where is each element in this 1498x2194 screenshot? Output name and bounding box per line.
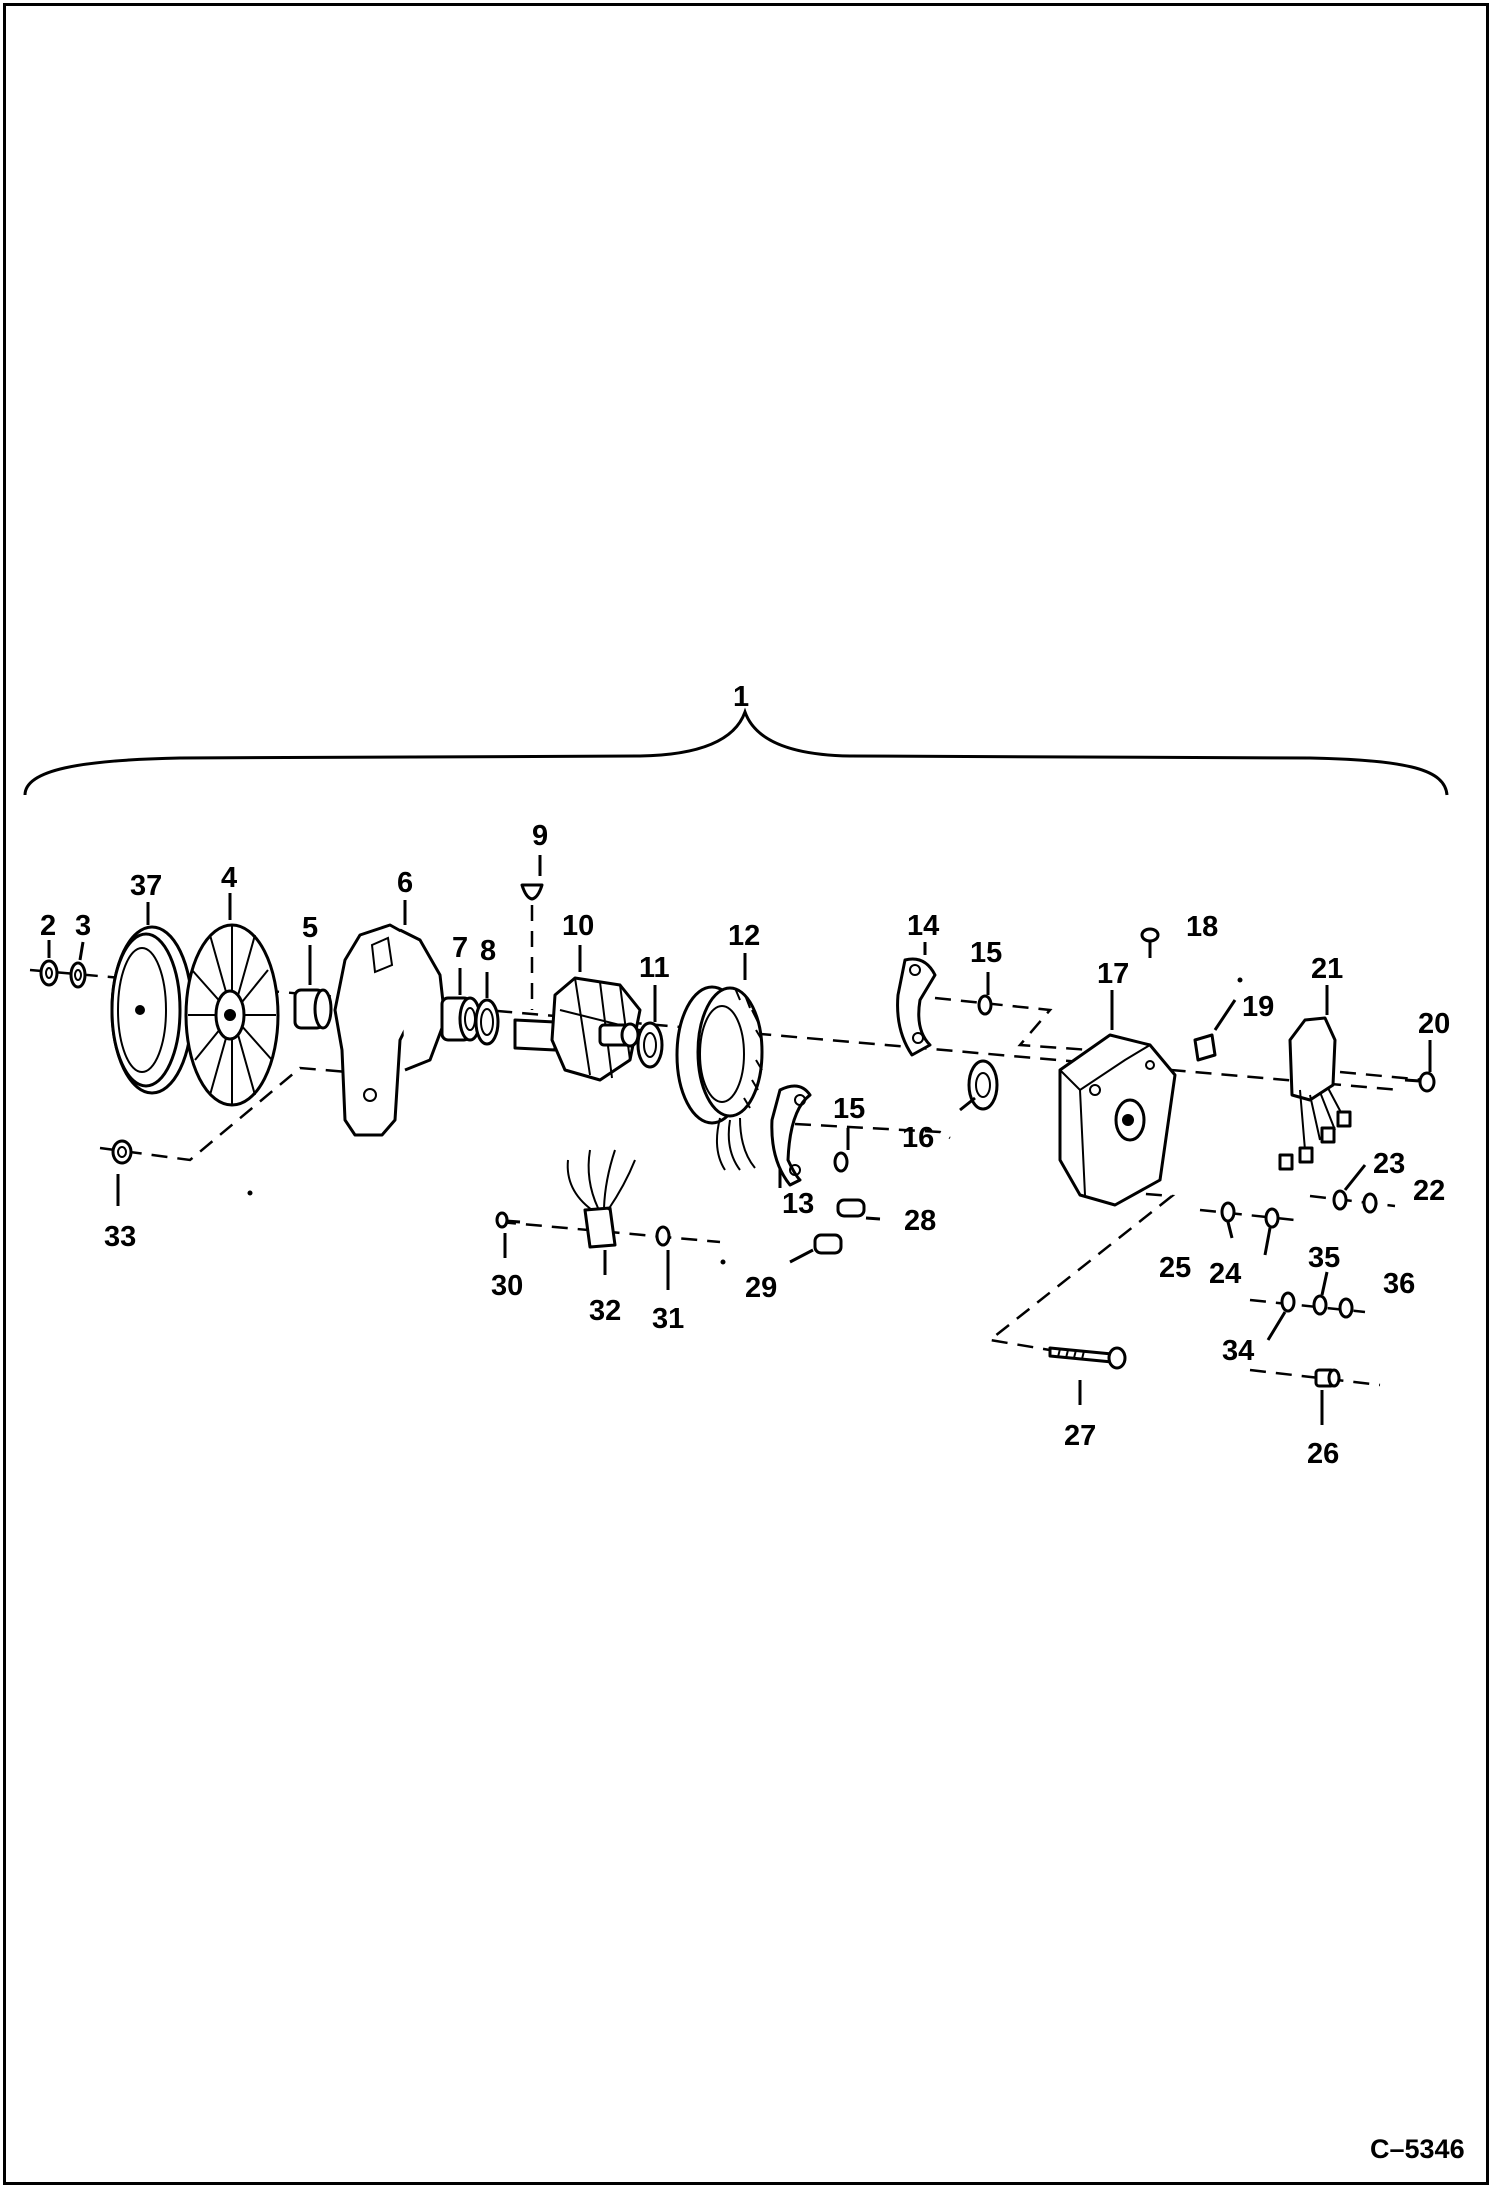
brush-part-19 xyxy=(1193,1033,1217,1062)
item-label-28: 28 xyxy=(904,1205,936,1237)
figure-reference: C–5346 xyxy=(1370,2134,1465,2164)
item-label-26: 26 xyxy=(1307,1438,1339,1470)
sleeve-part-28 xyxy=(836,1198,866,1218)
seal-part-16 xyxy=(967,1059,999,1111)
drive-end-frame-part-6 xyxy=(333,923,447,1137)
item-label-1: 1 xyxy=(733,681,749,713)
item-label-29: 29 xyxy=(745,1272,777,1304)
washer-part-3 xyxy=(69,961,87,989)
rear-housing-part-17 xyxy=(1058,1033,1177,1207)
washer-part-15a xyxy=(977,994,993,1016)
item-label-34: 34 xyxy=(1222,1335,1254,1367)
item-label-19: 19 xyxy=(1242,991,1274,1023)
assembly-brace xyxy=(23,707,1449,796)
item-label-16: 16 xyxy=(902,1122,934,1154)
item-label-32: 32 xyxy=(589,1295,621,1327)
nut-part-31 xyxy=(655,1225,671,1247)
washer-part-35 xyxy=(1312,1294,1328,1316)
screw-part-18 xyxy=(1140,927,1160,958)
washer-part-23 xyxy=(1332,1189,1348,1211)
item-label-15b: 15 xyxy=(833,1093,865,1125)
item-label-2: 2 xyxy=(40,910,56,942)
screw-part-30 xyxy=(495,1211,521,1229)
item-label-27: 27 xyxy=(1064,1420,1096,1452)
bearing-part-11 xyxy=(636,1021,664,1069)
item-label-9: 9 xyxy=(532,820,548,852)
item-label-20: 20 xyxy=(1418,1008,1450,1040)
bracket-part-14 xyxy=(896,957,937,1057)
nut-part-26 xyxy=(1314,1368,1341,1388)
nut-part-2 xyxy=(39,959,59,987)
item-labels: 1 2 3 37 4 5 6 7 8 9 10 11 12 13 14 15 1… xyxy=(40,681,1450,1470)
axis-screw20 xyxy=(1339,1070,1426,1082)
item-label-30: 30 xyxy=(491,1270,523,1302)
axis-hw-c xyxy=(1249,1298,1366,1314)
speck xyxy=(720,1259,726,1265)
bolt-part-27 xyxy=(1048,1346,1127,1370)
item-label-18: 18 xyxy=(1186,911,1218,943)
axis-bracket14 xyxy=(934,996,1091,1052)
screw-part-20 xyxy=(1404,1071,1436,1093)
item-label-17: 17 xyxy=(1097,958,1129,990)
item-label-7: 7 xyxy=(452,932,468,964)
speck xyxy=(1237,977,1243,983)
washer-part-15b xyxy=(833,1151,849,1173)
regulator-part-21 xyxy=(1278,1016,1352,1171)
fan-part-4 xyxy=(184,923,280,1107)
item-label-21: 21 xyxy=(1311,953,1343,985)
item-label-25: 25 xyxy=(1159,1252,1191,1284)
axis-hw-a xyxy=(1199,1208,1296,1222)
item-label-22: 22 xyxy=(1413,1175,1445,1207)
spacer-part-5 xyxy=(293,988,333,1030)
nut-part-22 xyxy=(1362,1192,1378,1214)
item-label-11: 11 xyxy=(639,952,670,984)
item-label-31: 31 xyxy=(652,1303,684,1335)
item-label-33: 33 xyxy=(104,1221,136,1253)
item-label-4: 4 xyxy=(221,862,237,894)
washer-part-34 xyxy=(1280,1291,1296,1313)
item-label-5: 5 xyxy=(302,912,318,944)
nut-part-33 xyxy=(111,1139,133,1165)
leader-lines xyxy=(47,855,1432,1425)
item-label-8: 8 xyxy=(480,935,496,967)
item-label-13: 13 xyxy=(782,1188,814,1220)
item-label-10: 10 xyxy=(562,910,594,942)
item-label-37: 37 xyxy=(130,870,162,902)
terminal-part-32 xyxy=(566,1149,636,1249)
item-label-15a: 15 xyxy=(970,937,1002,969)
nut-part-36 xyxy=(1338,1297,1354,1319)
bearing-part-7 xyxy=(440,996,482,1042)
washer-part-24 xyxy=(1264,1207,1280,1229)
item-label-6: 6 xyxy=(397,867,413,899)
item-label-36: 36 xyxy=(1383,1268,1415,1300)
item-label-3: 3 xyxy=(75,910,91,942)
axis-hw-b xyxy=(1309,1194,1396,1208)
speck xyxy=(247,1190,253,1196)
key-part-9 xyxy=(520,883,544,901)
item-label-35: 35 xyxy=(1308,1242,1340,1274)
rectifier-part-13 xyxy=(770,1084,812,1187)
pulley-part-37 xyxy=(110,925,194,1095)
item-label-24: 24 xyxy=(1209,1258,1241,1290)
sleeve-part-29 xyxy=(813,1233,843,1255)
item-label-23: 23 xyxy=(1373,1148,1405,1180)
item-label-12: 12 xyxy=(728,920,760,952)
stator-part-12 xyxy=(675,985,764,1171)
item-label-14: 14 xyxy=(907,910,939,942)
axis-brush xyxy=(794,1122,951,1140)
axis-lower-left xyxy=(99,1066,349,1162)
retainer-part-8 xyxy=(474,998,500,1046)
axis-throughbolt xyxy=(987,1190,1176,1357)
rotor-part-10 xyxy=(513,976,642,1082)
nut-part-25 xyxy=(1220,1201,1236,1223)
